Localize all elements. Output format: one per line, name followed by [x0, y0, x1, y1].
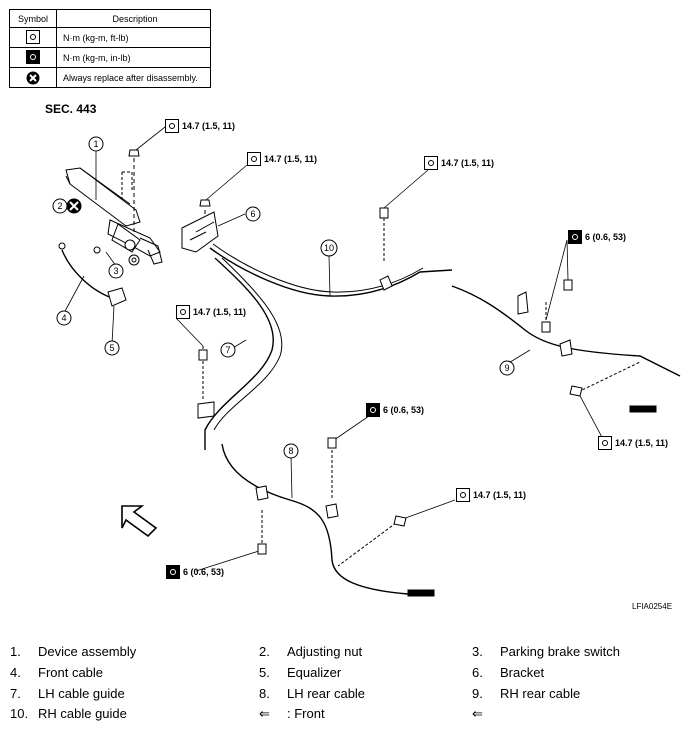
list-item: 9.RH rear cable [472, 686, 581, 701]
callout-10: 10 [324, 243, 334, 253]
bolt-icon [58, 149, 211, 254]
torque-wrench-icon [598, 436, 612, 450]
list-item: ⇐: Front [259, 706, 325, 721]
torque-wrench-icon [165, 119, 179, 133]
callout-8: 8 [288, 446, 293, 456]
list-item: 10.RH cable guide [10, 706, 127, 721]
figure-code: LFIA0254E [632, 602, 673, 611]
torque-wrench-icon [456, 488, 470, 502]
list-item: 3.Parking brake switch [472, 644, 620, 659]
callout-7: 7 [225, 345, 230, 355]
callout-1: 1 [93, 139, 98, 149]
torque-label: 14.7 (1.5, 11) [176, 305, 246, 319]
list-item: 5.Equalizer [259, 665, 342, 680]
list-item: 7.LH cable guide [10, 686, 125, 701]
torque-label: 14.7 (1.5, 11) [165, 119, 235, 133]
list-item: 6.Bracket [472, 665, 545, 680]
replace-x-icon [26, 71, 40, 84]
torque-wrench-dark-icon [26, 49, 40, 64]
torque-label: 6 (0.6, 53) [366, 403, 424, 417]
torque-label: 6 (0.6, 53) [568, 230, 626, 244]
replace-x-icon [66, 198, 82, 214]
torque-wrench-dark-icon [166, 565, 180, 579]
callout-5: 5 [109, 343, 114, 353]
legend-header-row: Symbol Description [9, 9, 211, 28]
legend-row: Always replace after disassembly. [9, 67, 211, 88]
leader-lines [63, 126, 605, 572]
list-item: ⇐ [472, 706, 483, 721]
torque-label: 6 (0.6, 53) [166, 565, 224, 579]
torque-wrench-dark-icon [366, 403, 380, 417]
torque-wrench-icon [176, 305, 190, 319]
parking-brake-diagram: 1 2 3 4 5 6 7 8 9 10 [52, 126, 681, 597]
device-assembly-drawing [65, 167, 163, 266]
front-arrow-icon [121, 505, 158, 538]
list-item: 8.LH rear cable [259, 686, 366, 701]
callout-6: 6 [250, 209, 255, 219]
legend-row-text: Always replace after disassembly. [56, 67, 211, 88]
callout-2: 2 [57, 201, 62, 211]
section-label: SEC. 443 [45, 102, 97, 116]
bolt-icon [198, 207, 583, 555]
torque-label: 14.7 (1.5, 11) [456, 488, 526, 502]
callout-9: 9 [504, 363, 509, 373]
symbol-legend-table: Symbol Description N·m (kg-m, ft-lb) N·m… [9, 9, 211, 88]
list-item: 1.Device assembly [10, 644, 137, 659]
torque-wrench-icon [26, 29, 40, 44]
torque-label: 14.7 (1.5, 11) [424, 156, 494, 170]
list-item: 4.Front cable [10, 665, 104, 680]
torque-label: 14.7 (1.5, 11) [247, 152, 317, 166]
torque-wrench-icon [424, 156, 438, 170]
legend-row: N·m (kg-m, in-lb) [9, 47, 211, 68]
callout-3: 3 [113, 266, 118, 276]
list-item: 2.Adjusting nut [259, 644, 363, 659]
torque-label: 14.7 (1.5, 11) [598, 436, 668, 450]
torque-wrench-icon [247, 152, 261, 166]
callout-4: 4 [61, 313, 66, 323]
callout-circles [52, 136, 515, 459]
torque-wrench-dark-icon [568, 230, 582, 244]
